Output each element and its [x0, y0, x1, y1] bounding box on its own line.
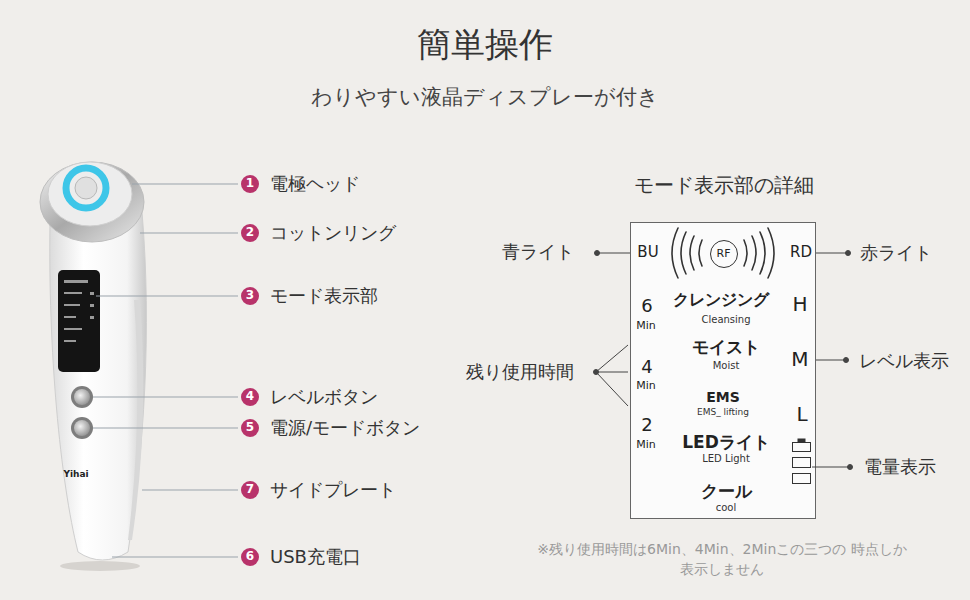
callout-number: 6 [246, 550, 254, 564]
pointer-label: 赤ライト [860, 243, 932, 264]
side-plate [128, 300, 143, 540]
brand-logo: Yihai [63, 469, 88, 479]
page-title: 簡単操作 [417, 25, 553, 64]
footnote: ※残り使用時間は6Min、4Min、2Minこの三つの 時点しか表示しません [532, 539, 912, 580]
part-name: 電源/モードボタン [270, 418, 420, 439]
part-name: モード表示部 [270, 286, 378, 307]
blue-ring [66, 168, 106, 208]
part-name: 電極ヘッド [270, 174, 360, 195]
mode-sub: cool [716, 502, 737, 514]
level-letter: M [791, 348, 808, 371]
part-name: コットンリング [270, 223, 396, 244]
mode-sub: EMS_ lifting [697, 407, 749, 417]
callout-number: 5 [246, 421, 254, 435]
panel-symbol: BU [637, 244, 658, 261]
pointer-label: 青ライト [502, 242, 574, 263]
device-body [50, 212, 147, 560]
callout-circle: 7 [241, 481, 259, 499]
level-button [74, 389, 90, 405]
callout-number: 3 [246, 289, 254, 303]
part-name: レベルボタン [270, 387, 378, 408]
rf-circle: RF [710, 240, 738, 268]
panel-symbol: RD [790, 244, 812, 261]
callout-number: 1 [246, 177, 254, 191]
time-value: 2 [641, 415, 652, 436]
callout-circle: 1 [241, 175, 259, 193]
mode-name: モイスト [692, 338, 760, 358]
callout-number: 7 [246, 483, 254, 497]
pointer-label: レベル表示 [859, 351, 949, 372]
mode-sub: Moist [713, 360, 740, 372]
level-button [71, 386, 93, 408]
panel-heading: モード表示部の詳細 [634, 174, 814, 197]
mode-name: クール [701, 482, 752, 502]
time-unit: Min [636, 380, 656, 393]
time-value: 6 [641, 296, 652, 317]
panel-ground [631, 223, 816, 519]
callout-circle: 5 [241, 419, 259, 437]
mode-name: クレンジング [673, 291, 769, 309]
callout-circle: 6 [241, 548, 259, 566]
mode-name: LEDライト [682, 433, 770, 453]
callout-circle: 3 [241, 287, 259, 305]
rf-mark: RF [717, 247, 731, 260]
mode-name: EMS [706, 389, 740, 405]
callout-number: 4 [246, 390, 254, 404]
part-name: USB充電口 [270, 547, 361, 568]
shadow [60, 561, 140, 571]
callout-circle: 4 [241, 388, 259, 406]
head-face [48, 162, 132, 226]
power-button [74, 420, 90, 436]
rf-waves [672, 228, 774, 278]
part-name: サイドプレート [270, 480, 396, 501]
mode-sub: Cleansing [701, 314, 750, 326]
screen-marks [64, 280, 94, 342]
pointer-label: 電量表示 [864, 457, 936, 478]
screen [58, 270, 100, 372]
level-letter: H [792, 293, 807, 316]
pointer-lines [594, 251, 853, 470]
cotton-ring [40, 162, 144, 242]
battery-icon [793, 439, 811, 484]
power-button [71, 417, 93, 439]
time-unit: Min [636, 320, 656, 333]
electrode-center [75, 177, 97, 199]
callout-number: 2 [246, 226, 254, 240]
time-unit: Min [636, 439, 656, 452]
pointer-label: 残り使用時間 [466, 362, 574, 383]
mode-sub: LED Light [702, 453, 750, 465]
callout-circle: 2 [241, 224, 259, 242]
leader-lines [93, 184, 238, 557]
page-subtitle: わりやすい液晶ディスプレーが付き [311, 85, 659, 109]
level-letter: L [796, 403, 807, 426]
time-value: 4 [641, 357, 652, 378]
